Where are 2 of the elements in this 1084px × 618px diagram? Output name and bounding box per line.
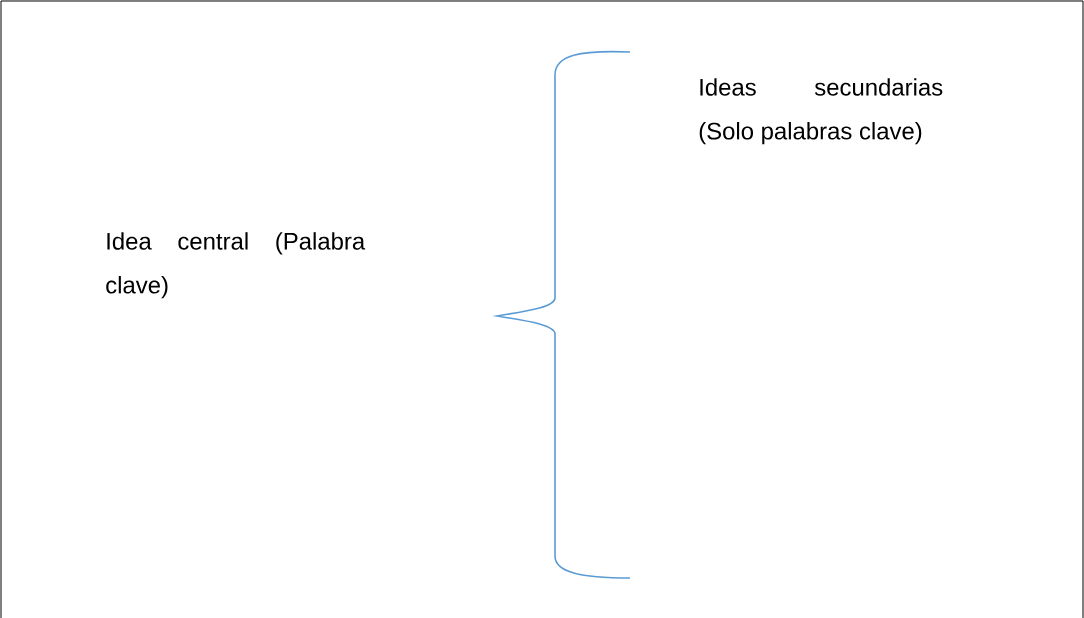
text-label: Idea central (Palabra clave) — [106, 232, 366, 299]
text-label: Ideas secundarias (Solo palabras clave) — [699, 78, 943, 145]
